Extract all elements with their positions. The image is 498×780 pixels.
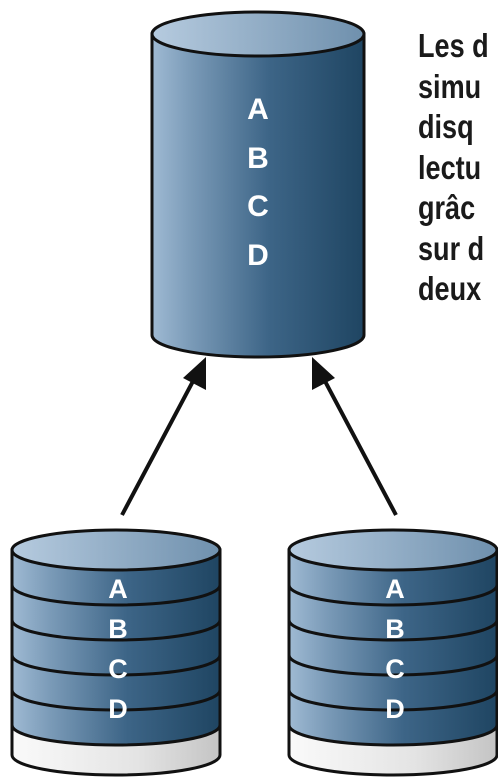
disk-left-top [10,528,222,572]
arrow-right-head [312,357,335,390]
disk-right-letter-b: B [385,614,405,644]
description-line: lectu [418,148,482,186]
disk-right-top [287,528,498,572]
virtual-letter-a: A [247,93,269,126]
virtual-volume-top [150,10,366,58]
description-line: Les d [418,27,489,64]
disk-left-letter-c: C [108,654,128,684]
arrow-left-head [183,357,206,390]
description-line: deux [418,270,482,307]
virtual-letter-b: B [247,142,269,175]
description-line: simu [418,67,482,105]
description-line: grâc [418,189,476,226]
disk-right-letter-c: C [385,654,405,684]
disk-left-letter-a: A [108,574,128,604]
arrows [120,357,398,516]
disk-left-letter-b: B [108,614,128,644]
disk-right-letter-d: D [385,694,405,724]
virtual-letter-c: C [247,190,269,223]
description-text: Les d simu disq lectu grâc sur d deux [418,26,498,310]
description-line: sur d [418,229,485,267]
physical-disk-right: A B C D [287,528,498,777]
description-line: disq [418,108,474,145]
arrow-left [120,367,202,516]
virtual-volume-cylinder: A B C D [150,10,366,359]
arrow-right [316,367,398,516]
virtual-letter-d: D [247,239,269,272]
virtual-volume-body [150,32,366,359]
physical-disk-left: A B C D [10,528,222,777]
disk-left-letter-d: D [108,694,128,724]
disk-right-letter-a: A [385,574,405,604]
